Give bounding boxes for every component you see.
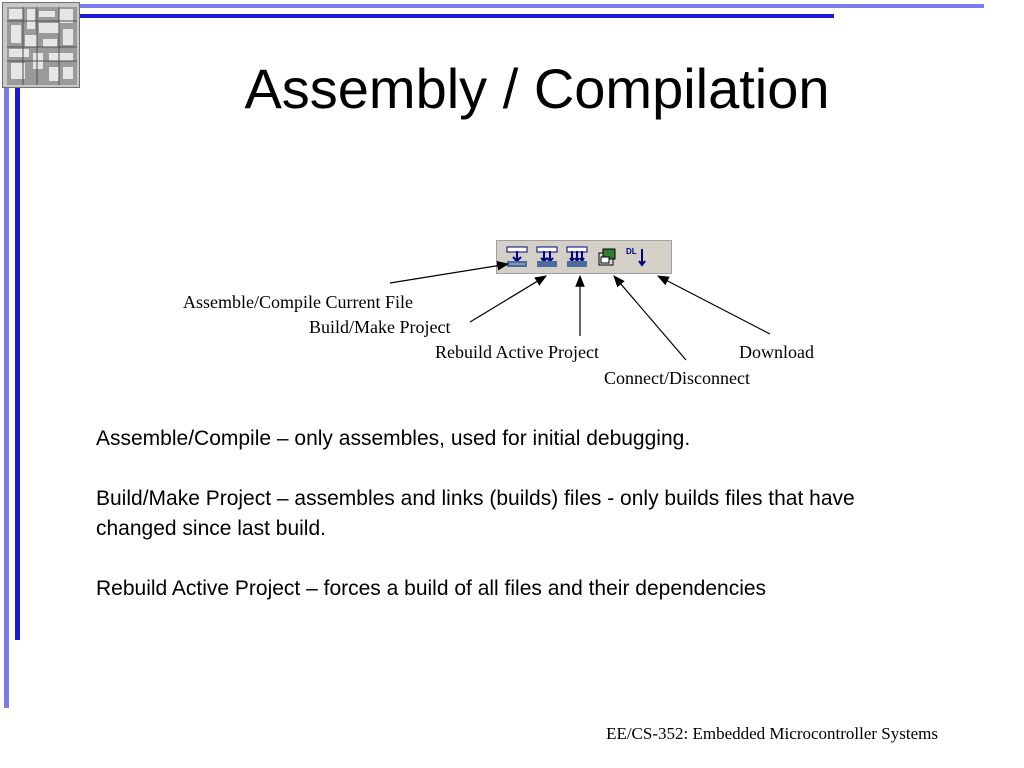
connect-disconnect-icon bbox=[595, 245, 619, 269]
build-make-icon bbox=[535, 245, 559, 269]
download-icon: DL bbox=[625, 245, 649, 269]
arrow-download bbox=[656, 275, 771, 335]
arrow-connect bbox=[613, 275, 687, 361]
download-button[interactable]: DL bbox=[625, 245, 649, 269]
left-accent-line bbox=[15, 88, 20, 640]
assemble-compile-icon bbox=[505, 245, 529, 269]
left-border-line bbox=[4, 88, 9, 708]
top-border-line bbox=[80, 4, 984, 8]
callout-connect: Connect/Disconnect bbox=[604, 368, 750, 388]
body-text: Assemble/Compile – only assembles, used … bbox=[96, 424, 856, 634]
build-make-button[interactable] bbox=[535, 245, 559, 269]
paragraph-assemble-compile: Assemble/Compile – only assembles, used … bbox=[96, 427, 691, 450]
top-accent-line bbox=[80, 14, 834, 18]
slide-footer: EE/CS-352: Embedded Microcontroller Syst… bbox=[606, 724, 938, 743]
callout-download: Download bbox=[739, 342, 814, 362]
paragraph-build-make: Build/Make Project – assembles and links… bbox=[96, 487, 855, 540]
rebuild-icon bbox=[565, 245, 589, 269]
assemble-compile-button[interactable] bbox=[505, 245, 529, 269]
arrow-build-make bbox=[469, 275, 548, 323]
arrow-assemble-compile bbox=[389, 260, 510, 284]
download-icon-text: DL bbox=[626, 247, 637, 256]
callout-build-make: Build/Make Project bbox=[309, 317, 451, 337]
callout-assemble-compile: Assemble/Compile Current File bbox=[183, 292, 413, 312]
connect-disconnect-button[interactable] bbox=[595, 245, 619, 269]
paragraph-rebuild: Rebuild Active Project – forces a build … bbox=[96, 577, 767, 600]
chip-logo-image bbox=[2, 2, 80, 88]
slide-title: Assembly / Compilation bbox=[244, 57, 830, 120]
callout-rebuild: Rebuild Active Project bbox=[435, 342, 599, 362]
rebuild-button[interactable] bbox=[565, 245, 589, 269]
toolbar: DL bbox=[496, 240, 672, 274]
